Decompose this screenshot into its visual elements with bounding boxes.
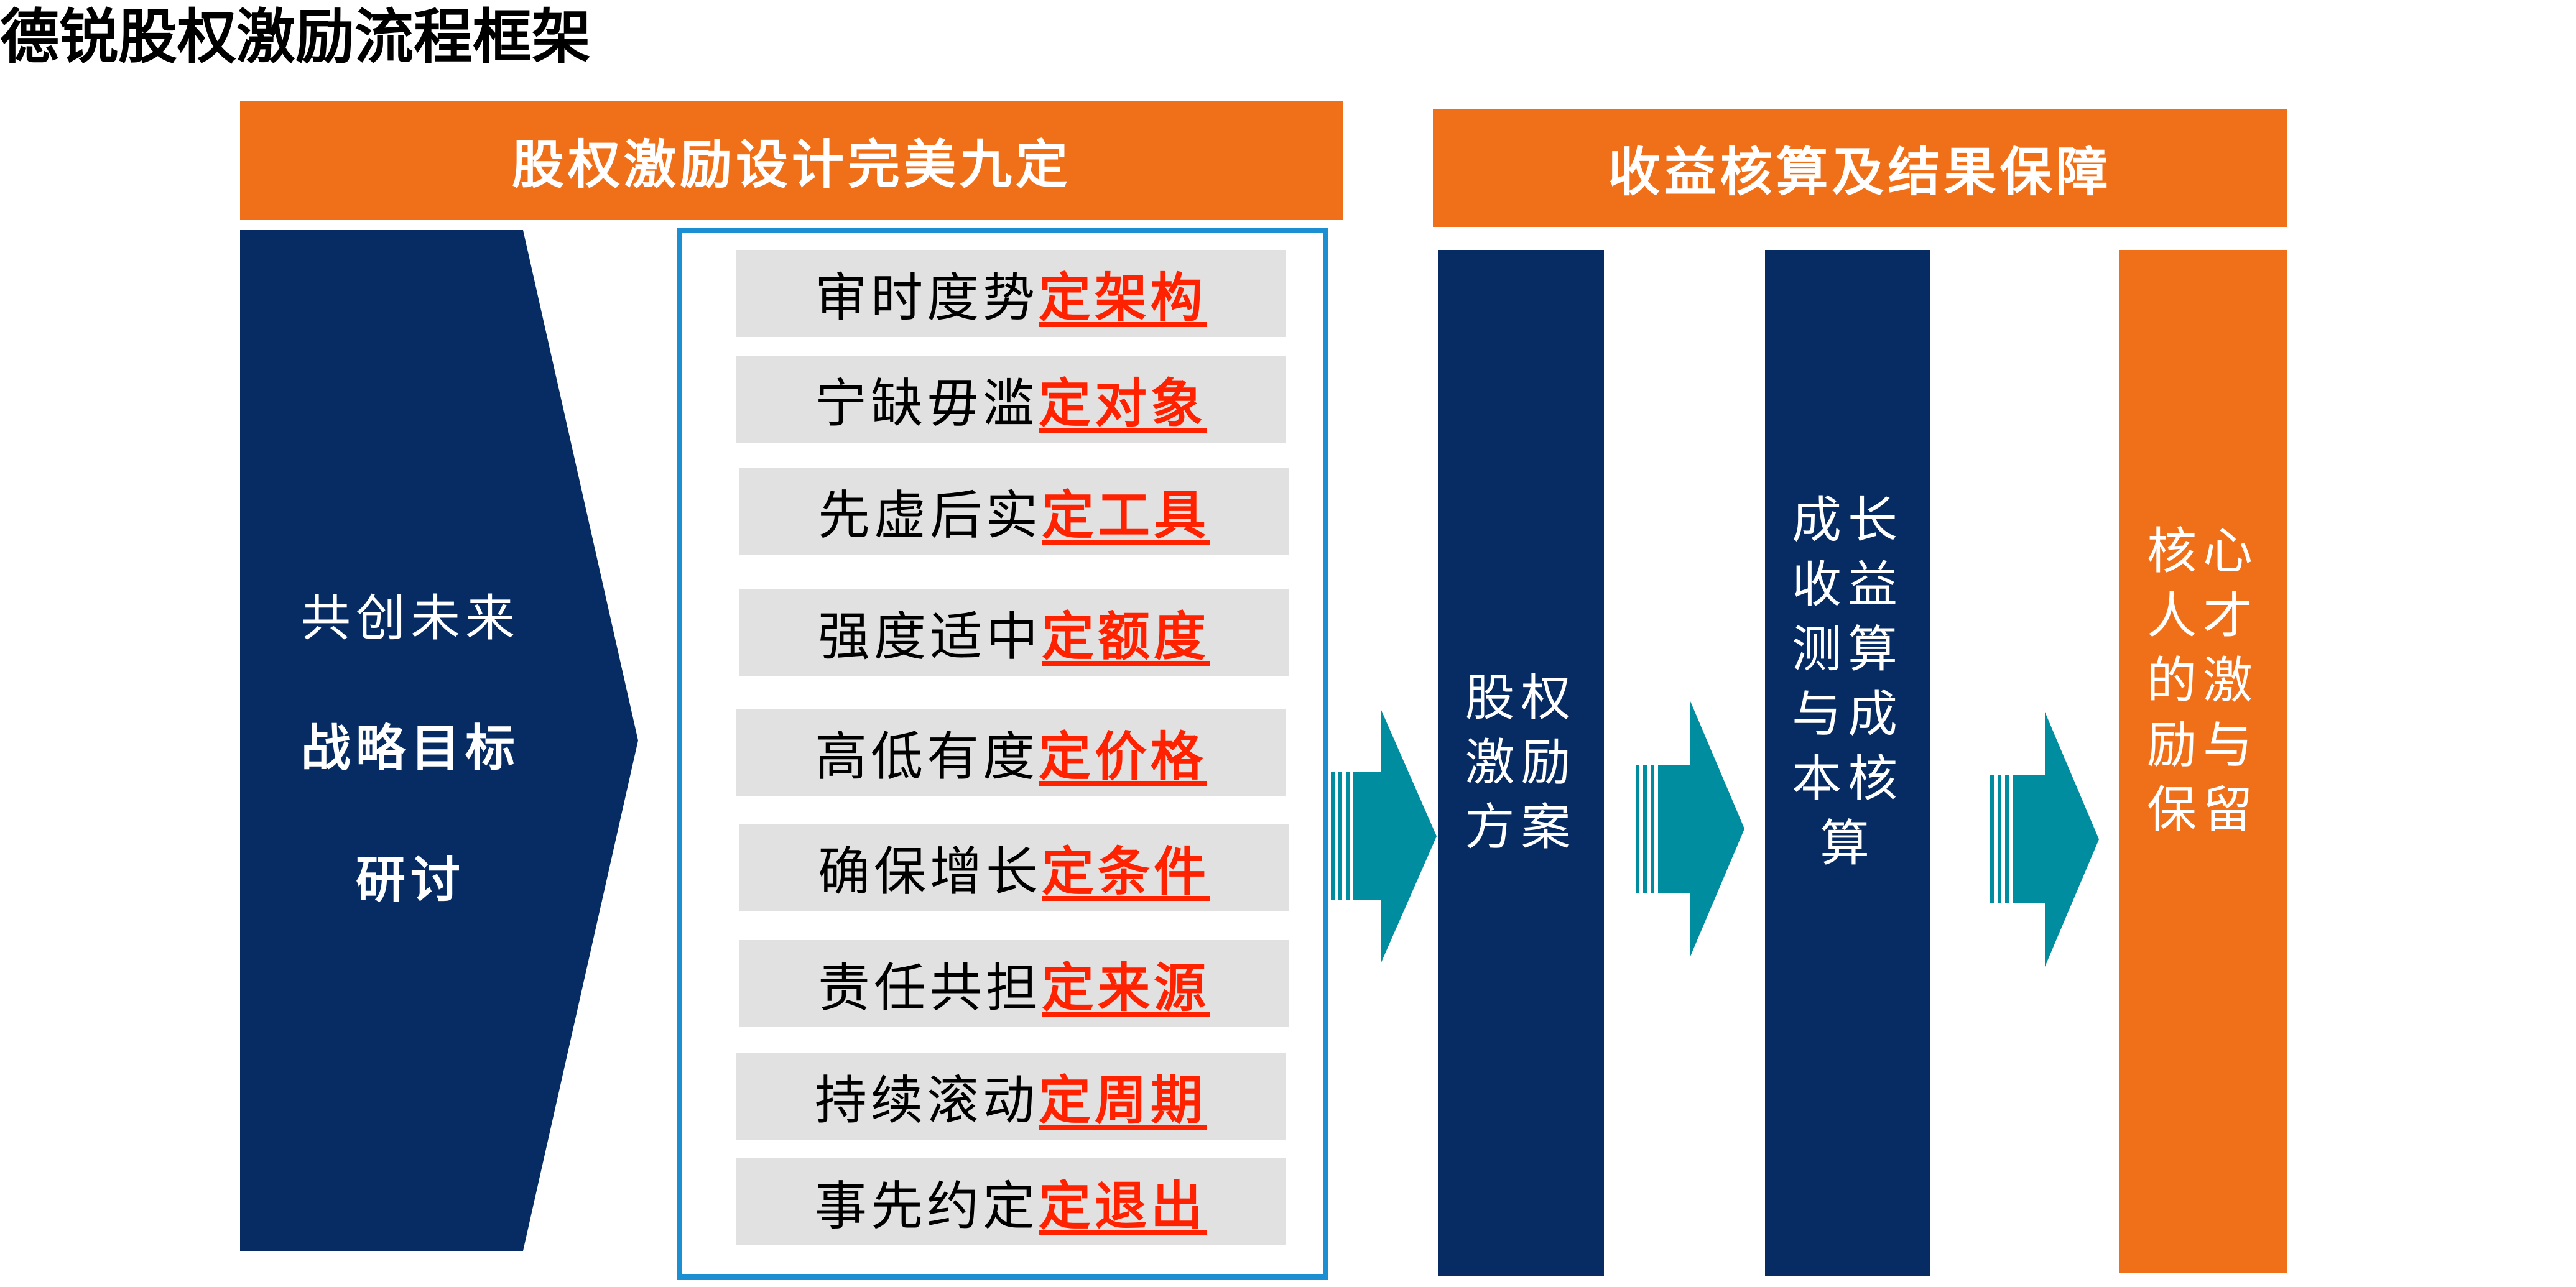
- design-row: 确保增长定条件: [739, 824, 1289, 911]
- design-row-prefix: 审时度势: [814, 267, 1039, 328]
- design-row-suffix: 定工具: [1042, 484, 1210, 546]
- design-row: 事先约定定退出: [736, 1158, 1286, 1245]
- design-row-suffix: 定架构: [1039, 266, 1207, 328]
- design-row-prefix: 责任共担: [817, 957, 1042, 1018]
- design-row: 审时度势定架构: [736, 250, 1286, 337]
- design-banner: 股权激励设计完美九定: [240, 101, 1343, 220]
- design-row-prefix: 事先约定: [814, 1175, 1039, 1237]
- strategy-chevron-shape: [240, 230, 638, 1251]
- design-row: 强度适中定额度: [739, 589, 1289, 676]
- design-row-suffix: 定对象: [1039, 372, 1207, 434]
- design-row-suffix: 定条件: [1042, 840, 1210, 902]
- calculation-column: 成长 收益 测算 与成 本核 算: [1765, 250, 1930, 1276]
- flow-arrow-icon: [1636, 701, 1744, 956]
- design-row-prefix: 持续滚动: [814, 1069, 1039, 1131]
- design-row-suffix: 定退出: [1039, 1174, 1207, 1237]
- calculation-column-text: 成长 收益 测算 与成 本核 算: [1792, 491, 1904, 872]
- design-row-suffix: 定来源: [1042, 956, 1210, 1018]
- design-row-prefix: 确保增长: [817, 841, 1042, 902]
- design-row-prefix: 高低有度: [814, 726, 1039, 787]
- plan-column-text: 股权 激励 方案: [1465, 669, 1577, 856]
- chevron-line-1: 共创未来: [301, 589, 520, 647]
- result-banner: 收益核算及结果保障: [1433, 109, 2287, 227]
- page-title: 德锐股权激励流程框架: [0, 2, 591, 72]
- plan-column: 股权 激励 方案: [1438, 250, 1604, 1276]
- retention-column-text: 核心 人才 的激 励与 保留: [2147, 522, 2259, 839]
- design-row: 高低有度定价格: [736, 709, 1286, 796]
- flow-arrow-icon: [1990, 712, 2099, 967]
- design-row-suffix: 定价格: [1039, 725, 1207, 787]
- design-row-prefix: 宁缺毋滥: [814, 372, 1039, 434]
- retention-column: 核心 人才 的激 励与 保留: [2119, 250, 2287, 1273]
- strategy-chevron: [240, 230, 638, 1251]
- design-row: 责任共担定来源: [739, 940, 1289, 1027]
- design-row-suffix: 定周期: [1039, 1069, 1207, 1131]
- design-row: 宁缺毋滥定对象: [736, 356, 1286, 443]
- design-row: 持续滚动定周期: [736, 1053, 1286, 1140]
- design-row-prefix: 强度适中: [817, 606, 1042, 667]
- chevron-line-2: 战略目标: [301, 719, 520, 777]
- design-row: 先虚后实定工具: [739, 468, 1289, 555]
- design-row-suffix: 定额度: [1042, 605, 1210, 667]
- design-row-prefix: 先虚后实: [817, 484, 1042, 546]
- chevron-line-3: 研讨: [356, 851, 465, 909]
- flow-arrow-icon: [1331, 709, 1437, 964]
